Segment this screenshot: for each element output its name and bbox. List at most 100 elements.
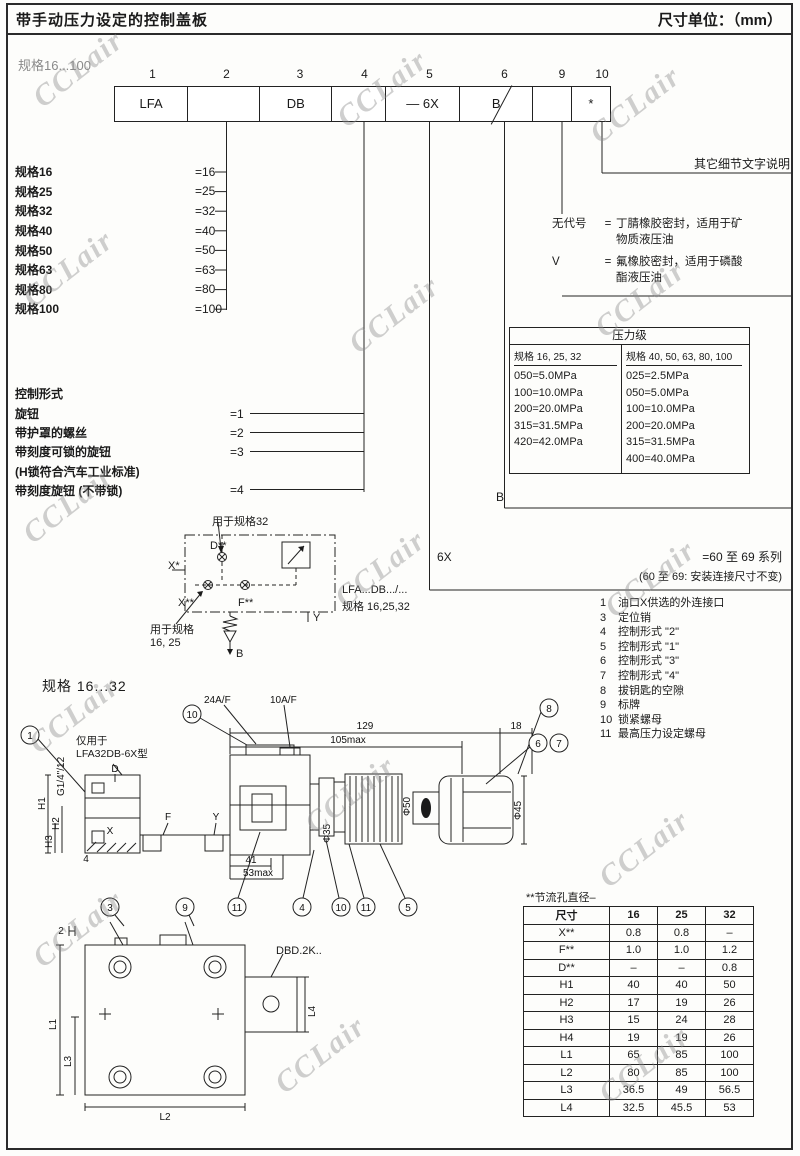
cell: 15 bbox=[609, 1011, 658, 1030]
cell: 100 bbox=[705, 1063, 754, 1082]
size-row: 规格16=16 bbox=[15, 162, 222, 182]
series-leader bbox=[429, 122, 793, 591]
cell: 1.0 bbox=[609, 941, 658, 960]
callout-11: 11 bbox=[361, 903, 372, 914]
cell: 0.8 bbox=[609, 923, 658, 942]
control-label: 带护罩的螺丝 bbox=[15, 426, 88, 441]
legend-text: 拔钥匙的空隙 bbox=[618, 684, 684, 697]
cell: 1.0 bbox=[657, 941, 706, 960]
seal-desc: 氟橡胶密封，适用于磷酸 酯液压油 bbox=[616, 256, 743, 284]
size-label: 规格50 bbox=[15, 243, 53, 258]
series-code: 6X bbox=[437, 550, 452, 564]
dimension-lines bbox=[45, 728, 533, 880]
size-label: 规格25 bbox=[15, 184, 53, 199]
pos-3: 3 bbox=[296, 67, 304, 81]
size-value: =63 bbox=[195, 262, 216, 277]
size-value: =100 bbox=[195, 301, 223, 316]
callout-10: 10 bbox=[335, 903, 347, 914]
size-value: =80 bbox=[195, 282, 216, 297]
schematic-model: LFA...DB.../... bbox=[342, 584, 408, 596]
seal-leader bbox=[561, 122, 793, 297]
cell: 49 bbox=[657, 1081, 706, 1100]
pressure-class-table: 压力级 规格 16, 25, 32 050=5.0MPa 100=10.0MPa… bbox=[509, 327, 750, 474]
control-row: 带刻度可锁的旋钮=3 bbox=[15, 442, 244, 461]
cell: – bbox=[705, 923, 754, 942]
series-note: (60 至 69: 安装连接尺寸不变) bbox=[638, 571, 782, 583]
cell: 50 bbox=[705, 976, 754, 995]
size-leaders bbox=[215, 122, 227, 310]
dim-41: 41 bbox=[245, 855, 257, 866]
callout-9: 9 bbox=[182, 903, 188, 914]
size-value: =16 bbox=[195, 164, 216, 179]
dim-h2: H2 bbox=[51, 817, 62, 830]
size-label: 规格100 bbox=[15, 302, 60, 317]
port-f-dstar: F** bbox=[238, 597, 254, 609]
ordering-code-row: LFA DB — 6X B * bbox=[113, 85, 611, 125]
pos-1: 1 bbox=[149, 67, 156, 81]
cell: 28 bbox=[705, 1011, 754, 1030]
size-row: 规格25=25 bbox=[15, 182, 222, 202]
cell: 85 bbox=[657, 1046, 706, 1065]
col-header: 25 bbox=[657, 906, 706, 925]
size-list: 规格16=16 规格25=25 规格32=32 规格40=40 规格50=50 … bbox=[15, 162, 222, 319]
legend-text: 控制形式 "3" bbox=[618, 655, 679, 668]
pilot-relief-valve-symbol bbox=[281, 541, 311, 585]
col-header: 16 bbox=[609, 906, 658, 925]
col-header: 尺寸 bbox=[523, 906, 610, 925]
code-cell-series: — 6X bbox=[385, 86, 461, 122]
callout-7: 7 bbox=[556, 739, 562, 750]
cell: 32.5 bbox=[609, 1098, 658, 1117]
code-cell-seal-label: B bbox=[491, 96, 501, 111]
cell: 40 bbox=[657, 976, 706, 995]
dbd-valve-label: DBD.2K.. bbox=[276, 945, 322, 957]
schematic-note-size32: 用于规格32 bbox=[212, 516, 269, 528]
table-row: D**––0.8 bbox=[523, 958, 754, 977]
code-cell-db: DB bbox=[258, 86, 333, 122]
row-label: L4 bbox=[523, 1098, 610, 1117]
size-label: 规格80 bbox=[15, 282, 53, 297]
series-description: =60 至 69 系列 bbox=[702, 550, 782, 564]
size-label: 规格40 bbox=[15, 224, 53, 239]
control-label: (H锁符合汽车工业标准) bbox=[15, 464, 140, 479]
key-icon bbox=[421, 798, 431, 818]
dimension-lines bbox=[56, 926, 309, 1111]
legend-text: 锁紧螺母 bbox=[618, 713, 662, 726]
pressure-col-header: 规格 40, 50, 63, 80, 100 bbox=[626, 348, 742, 366]
control-row: 带护罩的螺丝=2 bbox=[15, 423, 244, 442]
mounting-plate-section bbox=[84, 774, 141, 854]
legend-text: 控制形式 "1" bbox=[618, 640, 679, 653]
mounting-face-plate bbox=[84, 934, 246, 1096]
cell: – bbox=[609, 958, 658, 977]
legend-text: 油口X供选的外连接口 bbox=[618, 597, 725, 609]
seal-option-fkm: V = 氟橡胶密封，适用于磷酸 酯液压油 bbox=[552, 254, 800, 286]
code-cell-control bbox=[331, 86, 387, 122]
control-value: =4 bbox=[230, 483, 244, 498]
drawing-size-range-label: 规格 16...32 bbox=[42, 678, 127, 694]
pos-2: 2 bbox=[223, 67, 230, 81]
cell: – bbox=[657, 958, 706, 977]
dim-phi50: Φ50 bbox=[402, 796, 413, 816]
code-cell-details: * bbox=[570, 86, 611, 122]
control-form-title: 控制形式 bbox=[15, 387, 64, 401]
label-10af: 10A/F bbox=[270, 695, 297, 706]
pos-6: 6 bbox=[501, 67, 508, 81]
orifice-f-icon bbox=[240, 580, 250, 590]
row-label: F** bbox=[523, 941, 610, 960]
seal-option-nbr: 无代号 = 丁腈橡胶密封，适用于矿 物质液压油 bbox=[552, 216, 800, 248]
pos-9: 9 bbox=[558, 67, 566, 81]
legend-num: 6 bbox=[600, 655, 607, 668]
control-label: 带刻度可锁的旋钮 bbox=[15, 445, 112, 460]
cell: 26 bbox=[705, 993, 754, 1012]
pressure-col-large-sizes: 规格 40, 50, 63, 80, 100 025=2.5MPa 050=5.… bbox=[622, 345, 746, 473]
cell: 26 bbox=[705, 1028, 754, 1047]
orifice-x-icon bbox=[203, 580, 213, 590]
bolt-holes bbox=[108, 955, 227, 1089]
size-row: 规格40=40 bbox=[15, 221, 222, 241]
legend-num: 5 bbox=[600, 640, 607, 653]
port-y: Y bbox=[313, 612, 321, 624]
